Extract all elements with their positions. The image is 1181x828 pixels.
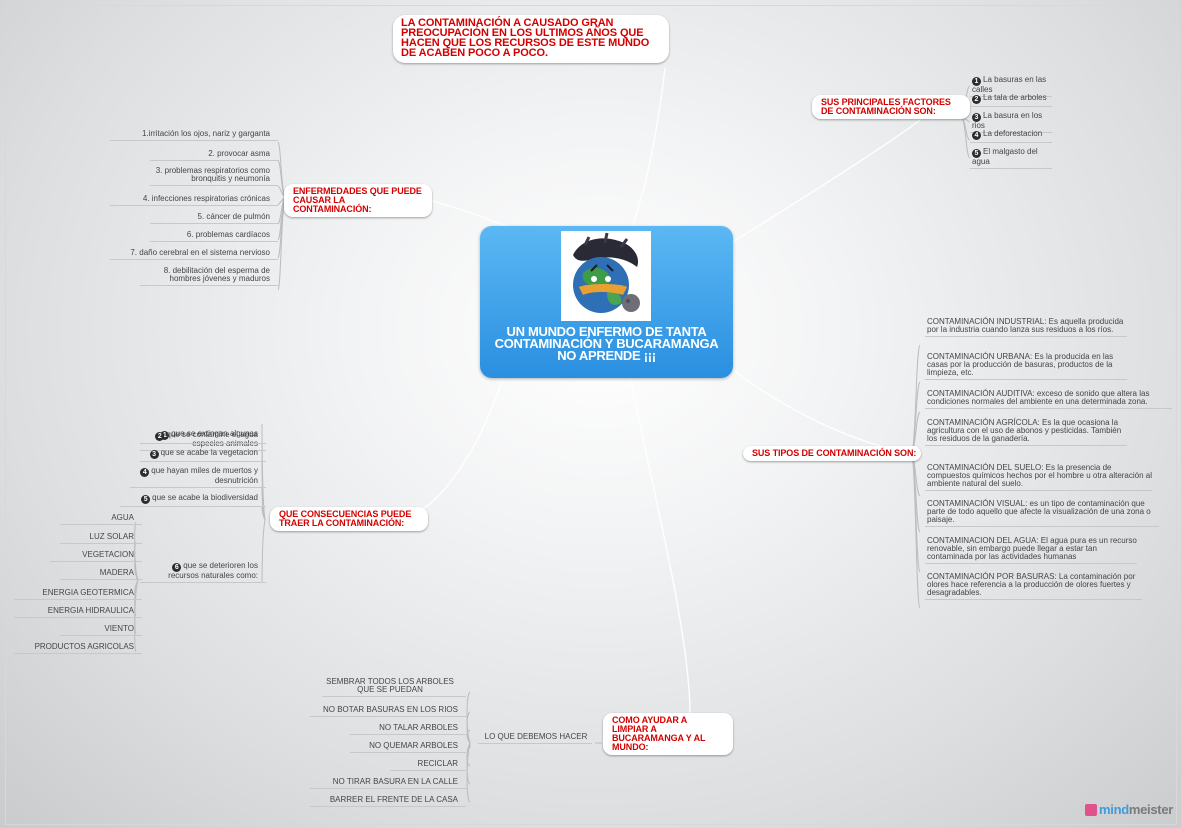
list-item[interactable]: PRODUCTOS AGRICOLAS bbox=[14, 643, 142, 654]
list-item[interactable]: AGUA bbox=[60, 514, 142, 525]
list-item[interactable]: CONTAMINACION DEL AGUA: El agua pura es … bbox=[925, 537, 1137, 564]
list-item[interactable]: ENERGIA GEOTERMICA bbox=[14, 589, 142, 600]
list-item[interactable]: 2. provocar asma bbox=[150, 150, 278, 161]
list-item-label: que se contamine el agua bbox=[166, 430, 258, 439]
list-item[interactable]: CONTAMINACIÓN URBANA: Es la producida en… bbox=[925, 353, 1127, 380]
topic-consecuencias[interactable]: QUE CONSECUENCIAS PUEDE TRAER LA CONTAMI… bbox=[270, 507, 428, 531]
list-item[interactable]: ENERGIA HIDRAULICA bbox=[14, 607, 142, 618]
list-item[interactable]: CONTAMINACIÓN VISUAL: es un tipo de cont… bbox=[925, 500, 1159, 527]
list-item[interactable]: VEGETACION bbox=[50, 551, 142, 562]
list-item-label: La deforestacion bbox=[983, 129, 1043, 138]
list-item[interactable]: 6. problemas cardíacos bbox=[150, 231, 278, 242]
central-topic[interactable]: UN MUNDO ENFERMO DE TANTA CONTAMINACIÓN … bbox=[480, 226, 733, 378]
branch-top bbox=[629, 67, 666, 233]
central-title: UN MUNDO ENFERMO DE TANTA CONTAMINACIÓN … bbox=[494, 324, 719, 363]
list-item[interactable]: VIENTO bbox=[60, 625, 142, 636]
topic-preocupacion[interactable]: LA CONTAMINACIÓN A CAUSADO GRAN PREOCUPA… bbox=[393, 15, 669, 63]
branch-ayudar bbox=[629, 377, 691, 716]
branch-tipos bbox=[719, 359, 911, 454]
list-item[interactable]: CONTAMINACIÓN POR BASURAS: La contaminac… bbox=[925, 573, 1142, 600]
list-item[interactable]: 8. debilitación del esperma de hombres j… bbox=[140, 267, 278, 286]
branch-factores bbox=[719, 119, 921, 251]
list-item[interactable]: SEMBRAR TODOS LOS ARBOLES QUE SE PUEDAN bbox=[322, 678, 466, 697]
list-item[interactable]: CONTAMINACIÓN AUDITIVA: exceso de sonido… bbox=[925, 390, 1172, 409]
list-item[interactable]: CONTAMINACIÓN DEL SUELO: Es la presencia… bbox=[925, 464, 1152, 491]
number-2-icon: 2 bbox=[155, 432, 165, 441]
list-item[interactable]: 3. problemas respiratorios como bronquit… bbox=[150, 167, 278, 186]
list-item[interactable]: 7. daño cerebral en el sistema nervioso bbox=[110, 249, 278, 260]
number-3-icon: 3 bbox=[972, 113, 981, 122]
list-item[interactable]: CONTAMINACIÓN AGRÍCOLA: Es la que ocasio… bbox=[925, 419, 1127, 446]
list-item-label: que hayan miles de muertos y desnutrició… bbox=[151, 466, 258, 485]
list-item-label: El malgasto del agua bbox=[972, 147, 1038, 166]
number-1-icon: 1 bbox=[160, 431, 170, 440]
number-2-icon: 2 bbox=[972, 95, 981, 104]
list-item[interactable]: CONTAMINACIÓN INDUSTRIAL: Es aquella pro… bbox=[925, 318, 1127, 337]
mindmeister-logo-icon bbox=[1085, 804, 1097, 816]
mindmeister-wordmark: mindmeister bbox=[1099, 802, 1174, 817]
list-item[interactable]: 5. cáncer de pulmón bbox=[150, 213, 278, 224]
list-item[interactable]: NO TIRAR BASURA EN LA CALLE bbox=[310, 778, 466, 789]
list-item[interactable]: BARRER EL FRENTE DE LA CASA bbox=[310, 796, 466, 807]
list-item[interactable]: NO QUEMAR ARBOLES bbox=[350, 742, 466, 753]
number-4-icon: 4 bbox=[972, 131, 981, 140]
list-item[interactable]: NO TALAR ARBOLES bbox=[350, 724, 466, 735]
number-4-icon: 4 bbox=[140, 468, 150, 477]
number-3-icon: 3 bbox=[149, 450, 159, 459]
list-item[interactable]: 4. infecciones respiratorias crónicas bbox=[110, 195, 278, 206]
list-item[interactable]: RECICLAR bbox=[390, 760, 466, 771]
list-item-label: La tala de arboles bbox=[983, 93, 1047, 102]
list-item-label: La basura en los rios bbox=[972, 111, 1043, 130]
sick-earth-image bbox=[561, 231, 651, 321]
number-5-icon: 5 bbox=[141, 495, 151, 504]
sub-topic-lo-que-debemos-hacer[interactable]: LO QUE DEBEMOS HACER bbox=[478, 733, 592, 744]
number-6-icon: 6 bbox=[172, 563, 182, 572]
topic-ayudar[interactable]: COMO AYUDAR A LIMPIAR A BUCARAMANGA Y AL… bbox=[603, 713, 733, 755]
number-1-icon: 1 bbox=[972, 77, 981, 86]
list-item[interactable]: MADERA bbox=[60, 569, 142, 580]
number-5-icon: 5 bbox=[972, 149, 981, 158]
list-item-label: que se deterioren los recursos naturales… bbox=[168, 561, 258, 580]
list-item[interactable]: 1.irritación los ojos, nariz y garganta bbox=[110, 130, 278, 141]
list-item-label: La basuras en las calles bbox=[972, 75, 1047, 94]
list-item[interactable]: LUZ SOLAR bbox=[60, 533, 142, 544]
list-item-label: que se acabe la vegetacion bbox=[160, 448, 258, 457]
list-item-label: que se acabe la biodiversidad bbox=[152, 493, 258, 502]
topic-factores[interactable]: SUS PRINCIPALES FACTORES DE CONTAMINACIÓ… bbox=[812, 95, 970, 119]
topic-tipos[interactable]: SUS TIPOS DE CONTAMINACIÓN SON: bbox=[743, 446, 921, 461]
branch-consecuencias bbox=[399, 371, 506, 521]
list-item[interactable]: NO BOTAR BASURAS EN LOS RIOS bbox=[310, 706, 466, 717]
topic-enfermedades[interactable]: ENFERMEDADES QUE PUEDE CAUSAR LA CONTAMI… bbox=[284, 184, 432, 217]
